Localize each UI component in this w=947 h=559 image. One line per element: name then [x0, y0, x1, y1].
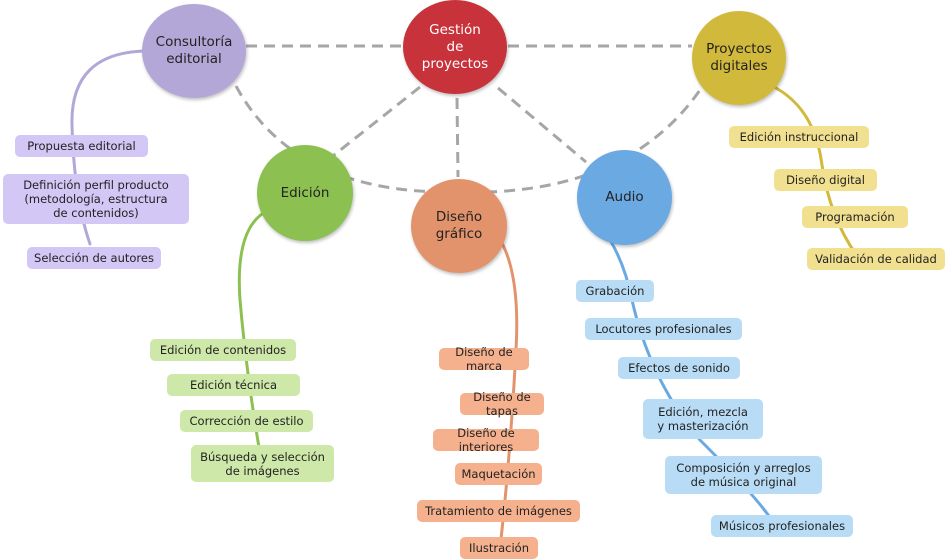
- item-validacion-de-calidad[interactable]: Validación de calidad: [807, 248, 945, 270]
- item-musicos-profesionales[interactable]: Músicos profesionales: [711, 515, 853, 537]
- item-edicion-mezcla-masterizacion[interactable]: Edición, mezcla y masterización: [643, 399, 763, 439]
- item-seleccion-de-autores[interactable]: Selección de autores: [27, 247, 161, 269]
- branch-proyectos: [774, 86, 862, 262]
- link-gestion-edicion: [333, 85, 421, 157]
- link-gestion-audio: [497, 86, 587, 164]
- item-diseno-de-tapas[interactable]: Diseño de tapas: [460, 390, 544, 418]
- item-correccion-de-estilo[interactable]: Corrección de estilo: [180, 410, 313, 432]
- item-diseno-de-interiores[interactable]: Diseño de interiores: [433, 426, 539, 454]
- item-propuesta-editorial[interactable]: Propuesta editorial: [15, 135, 148, 157]
- item-tratamiento-de-imagenes[interactable]: Tratamiento de imágenes: [417, 500, 580, 522]
- link-gestion-diseno: [455, 97, 460, 178]
- item-programacion[interactable]: Programación: [802, 206, 908, 228]
- item-ilustracion[interactable]: Ilustración: [460, 537, 538, 559]
- node-gestion-de-proyectos[interactable]: Gestión de proyectos: [403, 0, 507, 94]
- item-grabacion[interactable]: Grabación: [576, 280, 654, 302]
- item-maquetacion[interactable]: Maquetación: [455, 463, 542, 485]
- item-composicion-arreglos[interactable]: Composición y arreglos de música origina…: [665, 456, 822, 494]
- item-edicion-de-contenidos[interactable]: Edición de contenidos: [150, 339, 296, 361]
- item-definicion-perfil-producto[interactable]: Definición perfil producto (metodología,…: [3, 174, 189, 224]
- item-diseno-digital[interactable]: Diseño digital: [774, 169, 877, 191]
- item-locutores-profesionales[interactable]: Locutores profesionales: [585, 318, 742, 340]
- node-proyectos-digitales[interactable]: Proyectos digitales: [692, 11, 786, 105]
- node-audio[interactable]: Audio: [577, 150, 672, 245]
- node-diseno-grafico[interactable]: Diseño gráfico: [411, 179, 507, 273]
- node-consultoria-editorial[interactable]: Consultoría editorial: [142, 4, 246, 98]
- item-edicion-tecnica[interactable]: Edición técnica: [167, 374, 300, 396]
- item-edicion-instruccional[interactable]: Edición instruccional: [729, 126, 869, 148]
- node-edicion[interactable]: Edición: [257, 145, 353, 241]
- item-diseno-de-marca[interactable]: Diseño de marca: [439, 345, 529, 373]
- item-busqueda-seleccion-imagenes[interactable]: Búsqueda y selección de imágenes: [191, 445, 334, 482]
- item-efectos-de-sonido[interactable]: Efectos de sonido: [618, 357, 740, 379]
